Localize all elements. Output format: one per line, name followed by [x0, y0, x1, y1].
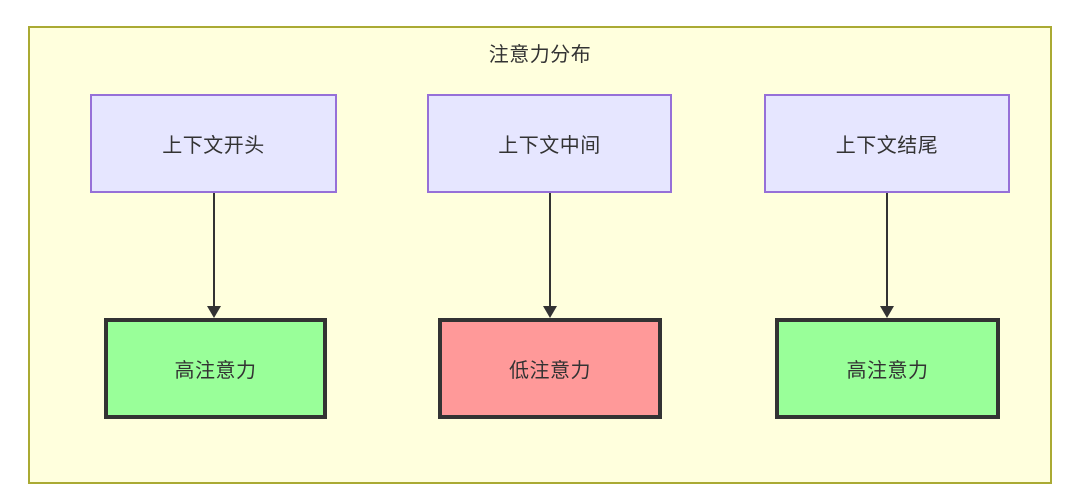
edge-line	[213, 193, 215, 306]
node-high-attention-end-label: 高注意力	[846, 360, 929, 382]
node-context-end[interactable]: 上下文结尾	[764, 94, 1010, 193]
node-context-middle-label: 上下文中间	[498, 135, 601, 157]
node-high-attention-start-label: 高注意力	[174, 360, 257, 382]
edge-line	[886, 193, 888, 306]
attention-distribution-subgraph: 注意力分布 上下文开头 上下文中间 上下文结尾 高注意力 低	[28, 26, 1052, 484]
node-high-attention-end[interactable]: 高注意力	[775, 318, 1000, 419]
arrowhead-icon	[207, 306, 221, 318]
node-low-attention-middle[interactable]: 低注意力	[438, 318, 662, 419]
arrowhead-icon	[543, 306, 557, 318]
node-context-start-label: 上下文开头	[162, 135, 265, 157]
subgraph-title: 注意力分布	[488, 44, 592, 66]
node-low-attention-middle-label: 低注意力	[509, 360, 591, 382]
edge-line	[549, 193, 551, 306]
node-context-start[interactable]: 上下文开头	[90, 94, 337, 193]
node-high-attention-start[interactable]: 高注意力	[104, 318, 327, 419]
node-context-middle[interactable]: 上下文中间	[427, 94, 672, 193]
arrowhead-icon	[880, 306, 894, 318]
node-context-end-label: 上下文结尾	[835, 135, 939, 157]
